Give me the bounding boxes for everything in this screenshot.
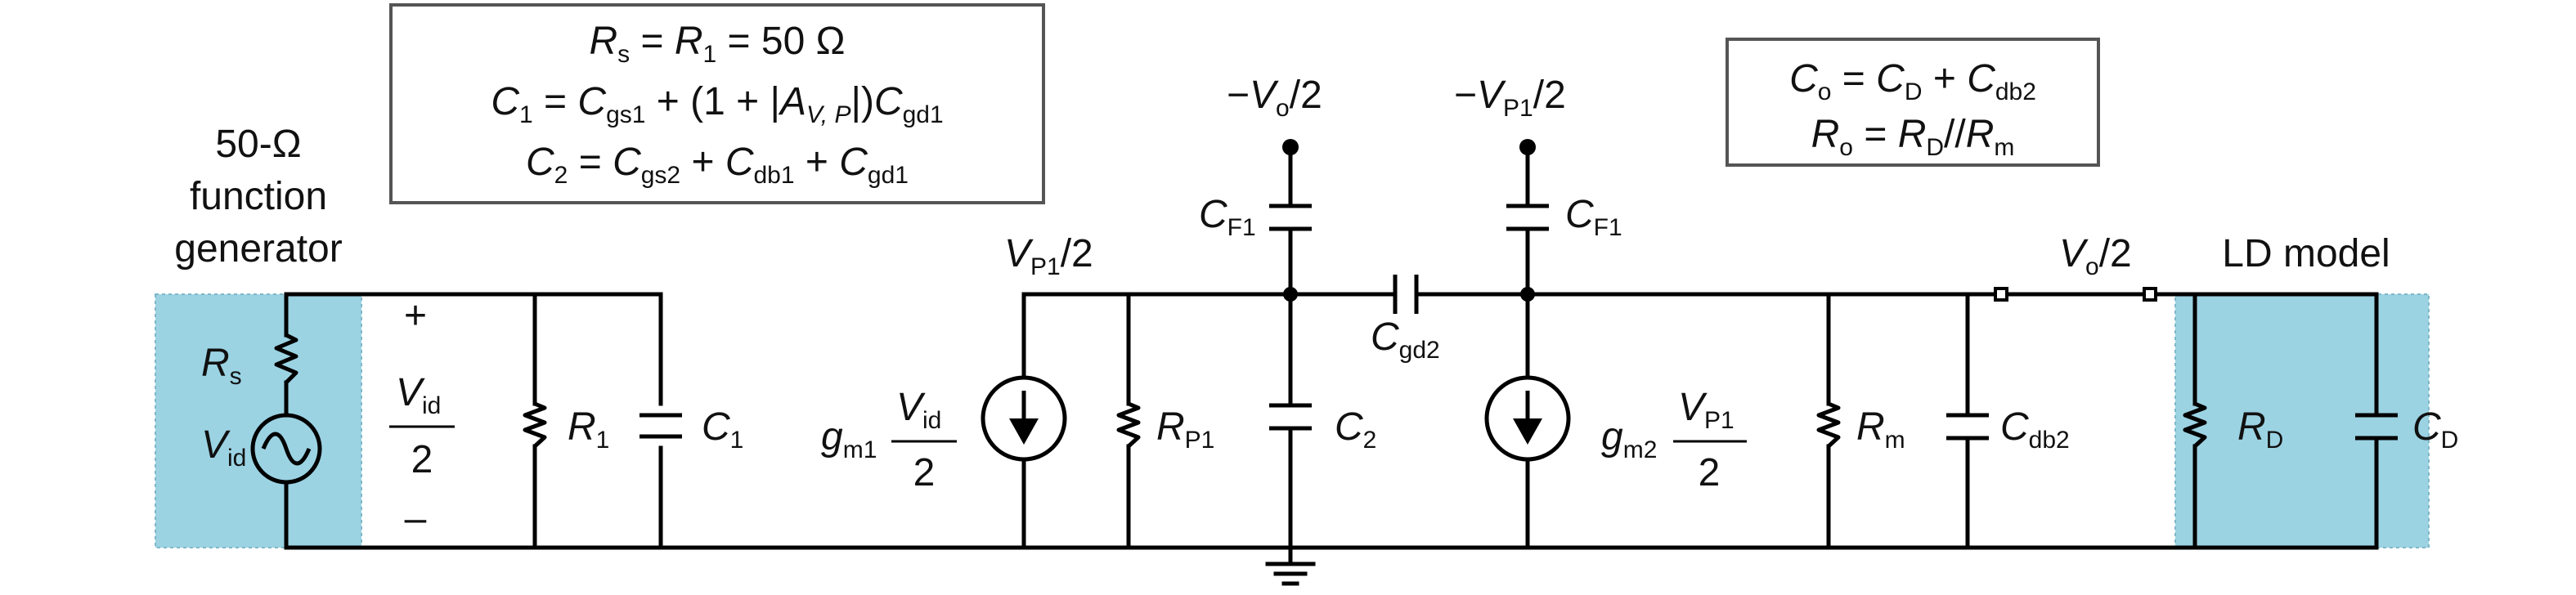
- label-rs: Rs: [201, 342, 242, 390]
- label-cf1-left: CF1: [1199, 193, 1256, 241]
- label-frac-vid-den: 2: [411, 438, 433, 481]
- wiring: [284, 145, 2379, 586]
- arrow-head-icon: [1513, 418, 1542, 445]
- resistor-rs: [274, 333, 298, 384]
- output-line-1: Co = CD + Cdb2: [1789, 57, 2036, 105]
- label-gm1-num: Vid: [896, 386, 941, 434]
- label-r1: R1: [568, 405, 609, 454]
- label-rd: RD: [2237, 405, 2283, 454]
- output-terminal: [1994, 287, 2008, 302]
- output-equation-box: [1726, 38, 2100, 167]
- voltage-source-vid: [250, 413, 322, 485]
- ld-model-caption: LD model: [2222, 232, 2390, 275]
- capacitor-c1: [640, 413, 682, 439]
- resistor-rp1: [1116, 401, 1141, 448]
- label-vid: Vid: [201, 423, 246, 472]
- label-gm1: gm1: [821, 415, 877, 463]
- capacitor-cf1-right: [1506, 204, 1549, 231]
- label-plus: +: [404, 294, 427, 338]
- node-dot: [1519, 139, 1536, 155]
- capacitor-cgd2: [1393, 275, 1419, 314]
- header-line-3: C2 = Cgs2 + Cdb1 + Cgd1: [526, 141, 909, 189]
- label-vo-half: Vo/2: [2059, 232, 2132, 280]
- generator-caption-1: 50-Ω: [215, 123, 301, 166]
- header-line-2: C1 = Cgs1 + (1 + |AV, P|)Cgd1: [491, 80, 943, 128]
- capacitor-c2: [1269, 403, 1312, 431]
- label-vp1-half: VP1/2: [1004, 232, 1093, 280]
- header-line-1: Rs = R1 = 50 Ω: [589, 20, 845, 68]
- label-cd: CD: [2412, 405, 2458, 454]
- label-gm2-den: 2: [1699, 451, 1721, 494]
- label-cf1-right: CF1: [1565, 193, 1622, 241]
- resistor-rd: [2183, 401, 2207, 448]
- generator-caption-2: function: [190, 175, 327, 218]
- label-frac-vid-num: Vid: [396, 371, 441, 419]
- junction-dot: [1283, 287, 1298, 302]
- label-neg-vo-half: −Vo/2: [1227, 74, 1322, 122]
- sine-wave-icon: [261, 432, 312, 466]
- label-gm2-num: VP1: [1678, 386, 1735, 434]
- resistor-r1: [523, 401, 547, 448]
- label-c2: C2: [1335, 405, 1376, 454]
- output-terminal: [2143, 287, 2157, 302]
- current-source-gm2: [1484, 375, 1571, 462]
- label-gm1-den: 2: [913, 451, 936, 494]
- capacitor-cdb2: [1946, 413, 1989, 441]
- label-neg-vp1-half: −VP1/2: [1454, 74, 1566, 122]
- capacitor-cf1-left: [1269, 204, 1312, 231]
- header-equation-box: [389, 3, 1045, 204]
- node-dot: [1282, 139, 1299, 155]
- capacitor-cd: [2355, 413, 2398, 441]
- output-line-2: Ro = RD//Rm: [1811, 113, 2015, 161]
- arrow-head-icon: [1009, 418, 1039, 445]
- label-rm: Rm: [1856, 405, 1905, 454]
- label-rp1: RP1: [1156, 405, 1214, 454]
- generator-panel: [155, 293, 362, 548]
- label-cgd2: Cgd2: [1371, 315, 1440, 364]
- label-cdb2: Cdb2: [2000, 405, 2070, 454]
- current-source-gm1: [981, 375, 1067, 462]
- ld-model-panel: [2174, 293, 2430, 548]
- junction-dot: [1520, 287, 1535, 302]
- resistor-rm: [1816, 401, 1841, 448]
- label-c1: C1: [702, 405, 743, 454]
- label-minus: –: [405, 497, 427, 540]
- generator-caption-3: generator: [174, 227, 342, 271]
- label-gm2: gm2: [1601, 415, 1657, 463]
